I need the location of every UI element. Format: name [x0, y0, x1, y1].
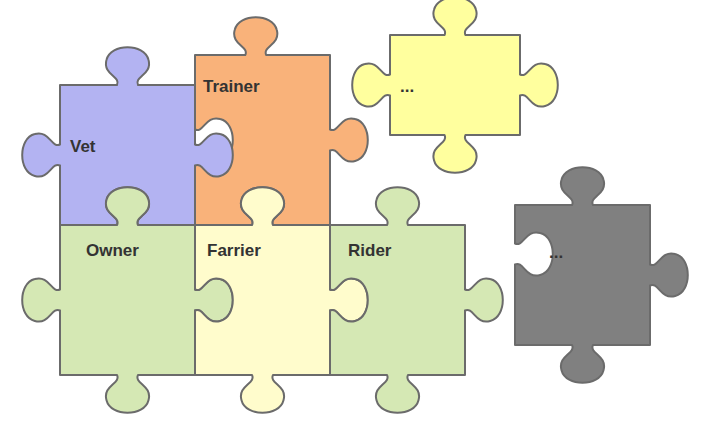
- piece-label: ...: [549, 243, 563, 263]
- piece-outline: [352, 0, 558, 173]
- puzzle-piece-shape: [344, 0, 566, 181]
- puzzle-piece-shape: [469, 159, 696, 391]
- piece-outline: [330, 187, 503, 413]
- piece-label: Vet: [70, 137, 96, 157]
- puzzle-piece: Owner: [14, 179, 241, 421]
- piece-label: ...: [400, 77, 414, 97]
- puzzle-piece: ...: [344, 0, 566, 181]
- piece-label: Trainer: [203, 77, 260, 97]
- piece-outline: [22, 187, 233, 413]
- piece-outline: [195, 187, 368, 413]
- puzzle-piece-shape: [284, 179, 511, 421]
- piece-label: Owner: [86, 241, 139, 261]
- puzzle-piece-shape: [14, 179, 241, 421]
- puzzle-piece-shape: [149, 179, 376, 421]
- puzzle-piece: Farrier: [149, 179, 376, 421]
- piece-outline: [515, 167, 688, 383]
- piece-label: Farrier: [207, 241, 261, 261]
- puzzle-piece: ...: [469, 159, 696, 391]
- piece-label: Rider: [348, 241, 391, 261]
- puzzle-piece: Rider: [284, 179, 511, 421]
